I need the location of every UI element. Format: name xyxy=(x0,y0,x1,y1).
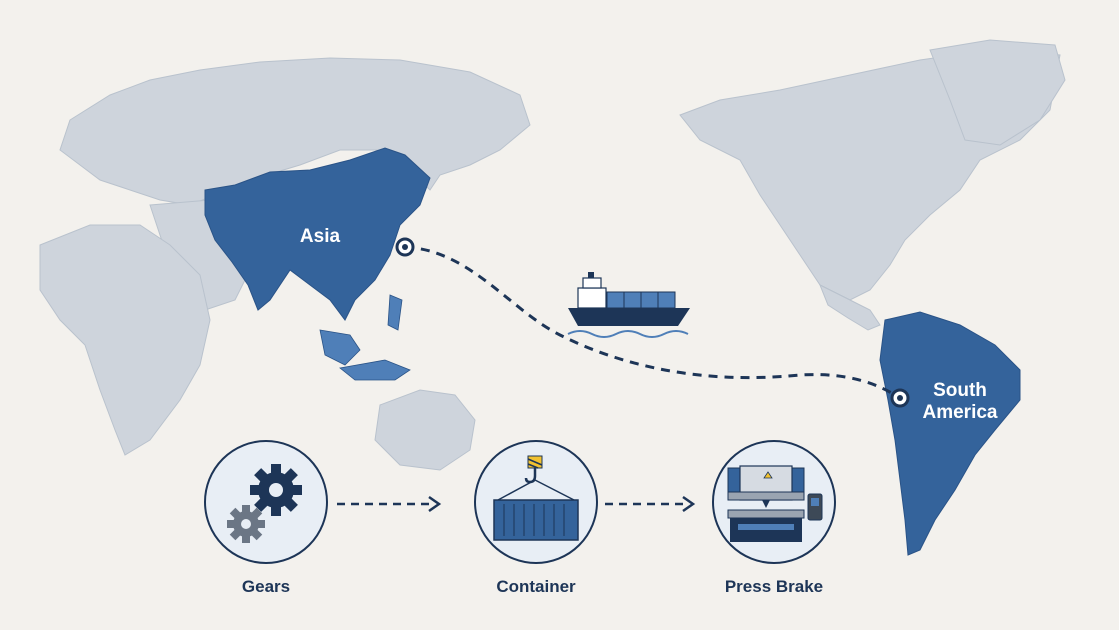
region-name-line2: America xyxy=(922,402,998,423)
press-brake-icon xyxy=(727,465,823,542)
step-label-container: Container xyxy=(496,577,576,596)
flow-arrow-1 xyxy=(337,495,442,513)
step-label-press-brake: Press Brake xyxy=(724,577,824,596)
gears-icon xyxy=(227,464,302,543)
landmass-australia xyxy=(374,389,476,471)
region-philippines xyxy=(387,294,403,331)
step-press-brake xyxy=(712,440,836,564)
landmass-africa xyxy=(39,224,211,456)
region-label-asia: Asia xyxy=(280,226,360,248)
region-southeast-asia xyxy=(319,329,361,366)
step-gears xyxy=(204,440,328,564)
landmass-greenland xyxy=(929,39,1066,146)
region-label-south-america: South America xyxy=(910,380,1010,424)
region-indonesia xyxy=(339,359,411,381)
region-name-line1: South xyxy=(933,380,987,401)
region-name: Asia xyxy=(299,226,341,247)
region-south-america xyxy=(879,311,1021,556)
step-container xyxy=(474,440,598,564)
step-label-gears: Gears xyxy=(241,577,291,596)
container-icon xyxy=(493,455,579,541)
region-asia xyxy=(204,147,431,321)
flow-arrow-2 xyxy=(605,495,696,513)
container-ship-icon xyxy=(567,272,690,338)
landmass-central-america xyxy=(819,283,881,331)
